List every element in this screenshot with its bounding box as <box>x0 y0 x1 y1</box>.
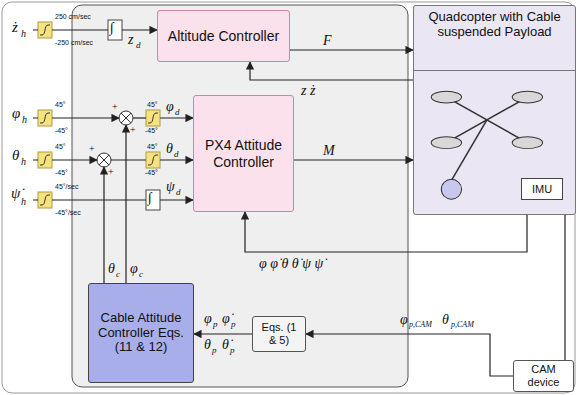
box-text: IMU <box>528 183 556 196</box>
signal-name: θ <box>204 338 211 352</box>
saturation-curve <box>40 25 50 35</box>
limit-value: -45° <box>145 127 158 134</box>
saturation-curve <box>40 195 50 205</box>
saturation-curve <box>148 113 158 123</box>
signal-name: + <box>108 167 114 177</box>
process-box: Cable Attitude Controller Eqs. (11 & 12) <box>88 283 194 383</box>
signal-label: M <box>322 144 336 158</box>
process-box: Eqs. (1 & 5) <box>252 316 306 352</box>
signal-name: p,CAM <box>451 321 474 329</box>
signal-name: ż <box>12 20 18 35</box>
box-text: Eqs. (1 & 5) <box>253 321 305 346</box>
saturation-curve <box>148 155 158 165</box>
signal-name: p <box>231 320 236 329</box>
signal-name: ∫ <box>110 21 114 35</box>
saturation-box <box>38 152 52 168</box>
limit-value: 45° <box>55 143 66 150</box>
signal-name: + <box>130 125 136 135</box>
limit-value: 250 cm/sec <box>55 13 91 20</box>
signal-name: θ <box>12 148 19 163</box>
signal-name: d <box>174 150 179 159</box>
signal-name: ψ <box>166 180 175 194</box>
connector-line <box>245 212 527 252</box>
limit-value: -45° <box>145 169 158 176</box>
signal-name: c <box>116 270 120 279</box>
box-text: Cable Attitude Controller Eqs. (11 & 12) <box>89 311 193 356</box>
signal-name: z <box>128 33 133 47</box>
signal-name: d <box>136 41 141 50</box>
limit-value: 45° <box>147 101 158 108</box>
signal-name: φ <box>166 100 174 114</box>
signal-wires <box>33 30 193 283</box>
connector-line <box>250 62 413 80</box>
saturation-curve <box>40 155 50 165</box>
saturation-box <box>38 192 52 208</box>
signal-label: φ φ̇ θ θ̇ ψ ψ̇ <box>258 257 324 271</box>
saturation-blocks <box>38 22 160 208</box>
saturation-box <box>38 110 52 126</box>
signal-name: h <box>21 29 26 39</box>
signal-name: θ <box>166 142 173 156</box>
signal-label: z ż <box>300 84 316 98</box>
limit-value: 45° <box>55 101 66 108</box>
box-text: CAM device <box>514 363 573 388</box>
signal-name: θ <box>442 313 449 327</box>
signal-name: c <box>139 270 143 279</box>
signal-name: φ <box>204 312 212 326</box>
connector-line <box>290 49 413 50</box>
signal-name: ∫ <box>148 191 152 205</box>
connector-line <box>294 159 413 160</box>
summing-junctions <box>97 111 133 167</box>
process-box: Quadcopter with Cable suspended PayloadI… <box>413 5 576 215</box>
integrator-blocks <box>108 20 160 210</box>
saturation-box <box>38 22 52 38</box>
limit-value: 45° <box>147 143 158 150</box>
connector-line <box>306 334 513 376</box>
signal-name: θ <box>108 262 115 276</box>
signal-name: h <box>21 197 26 207</box>
signal-name: φ̇ <box>222 312 230 326</box>
signal-name: φ <box>400 313 408 327</box>
saturation-box <box>146 152 160 168</box>
signal-name: p,CAM <box>409 321 432 329</box>
signal-name: φ <box>12 106 20 121</box>
limit-value: -45° <box>55 127 68 134</box>
process-box: Altitude Controller <box>157 10 290 62</box>
signal-name: + <box>112 102 118 112</box>
limit-value: -45° <box>55 169 68 176</box>
signal-name: p <box>230 346 235 355</box>
signal-name: + <box>89 144 95 154</box>
saturation-curve <box>40 113 50 123</box>
signal-name: h <box>21 157 26 167</box>
signal-name: d <box>176 188 181 197</box>
process-box: IMU <box>521 178 563 200</box>
process-box: CAM device <box>513 360 574 392</box>
saturation-box <box>146 110 160 126</box>
process-box: PX4 Attitude Controller <box>193 95 294 212</box>
signal-label: F <box>322 34 333 48</box>
signal-name: h <box>22 115 27 125</box>
signal-name: d <box>175 108 180 117</box>
box-text: PX4 Attitude Controller <box>194 137 293 169</box>
limit-value: 45°/sec <box>55 183 78 190</box>
signal-name: θ̇ <box>222 338 229 352</box>
limit-value: -250 cm/sec <box>55 39 93 46</box>
signal-name: p <box>213 320 218 329</box>
box-text: Altitude Controller <box>164 28 283 44</box>
controller-panel <box>72 5 408 387</box>
connector-line <box>194 333 252 334</box>
connector-line <box>564 215 565 360</box>
limit-value: -45°/sec <box>55 209 81 216</box>
signal-name: φ <box>130 262 138 276</box>
box-text: Quadcopter with Cable suspended Payload <box>414 10 575 40</box>
signal-name: p <box>212 346 217 355</box>
signal-name: ψ̇ <box>11 186 20 201</box>
